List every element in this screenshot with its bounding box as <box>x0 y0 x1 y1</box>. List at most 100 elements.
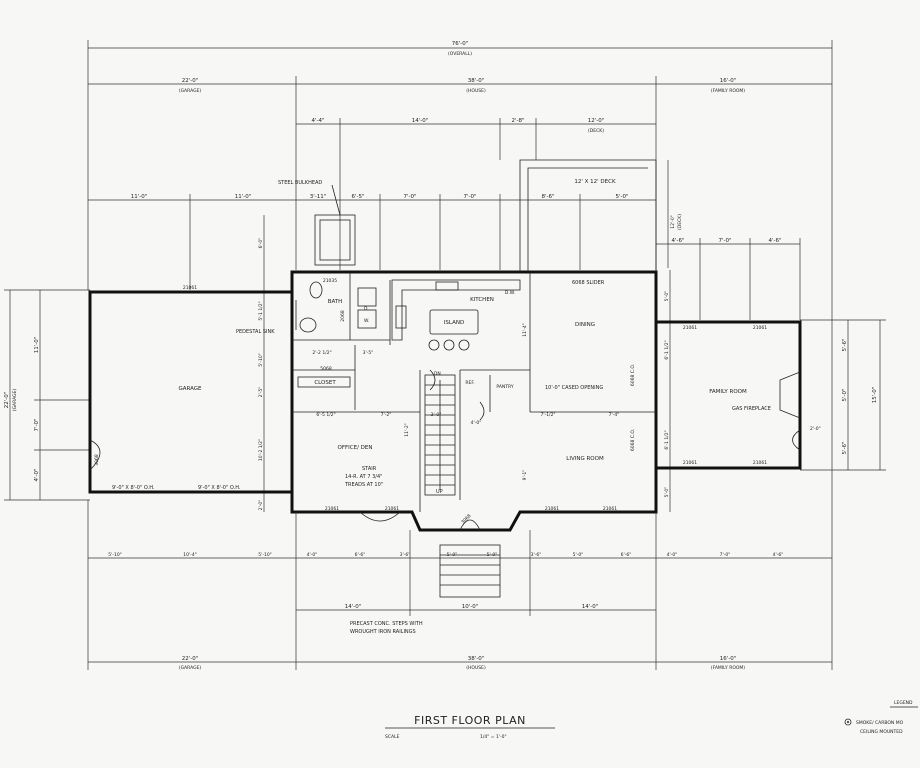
scale-label: SCALE <box>385 734 400 740</box>
pantry-label: PANTRY <box>496 384 513 390</box>
house-walls <box>290 270 658 532</box>
row3-dim-2: 11'-0" <box>235 194 252 200</box>
bottom-dim-8: 5'-0" <box>487 552 498 558</box>
family-room-walls <box>654 320 802 470</box>
mid-dim-1: 6'-5 1/2" <box>316 412 335 418</box>
deck-label: 12' X 12' DECK <box>574 179 616 185</box>
fam-side-dim-2: 6'-1 1/2" <box>664 340 670 359</box>
window-office-1: 21061 <box>325 506 339 512</box>
row3-dim-5: 7'-0" <box>403 194 416 200</box>
closet-label: CLOSET <box>314 380 336 386</box>
office-door <box>359 511 401 522</box>
bottom-dim-4: 4'-0" <box>307 552 318 558</box>
deck-side-dim: 12'-0" <box>670 215 676 229</box>
steel-bulkhead-label: STEEL BULKHEAD <box>278 180 322 186</box>
inner-dim-4: 2'-5" <box>258 387 264 398</box>
office-label: OFFICE/ DEN <box>337 445 372 451</box>
steel-bulkhead-inner <box>319 219 351 261</box>
door-2068-label: 2068 <box>340 310 346 322</box>
bottom-house-sub: (HOUSE) <box>466 665 486 671</box>
left-dim-3: 4'-0" <box>34 468 40 481</box>
top-family-sub: (FAMILY ROOM) <box>711 88 745 94</box>
co-label-2: 6068 C.O. <box>630 429 636 451</box>
living-label: LIVING ROOM <box>566 456 604 462</box>
steps-label-1: PRECAST CONC. STEPS WITH <box>350 621 423 627</box>
cased-opening-label: 10'-0" CASED OPENING <box>545 385 603 391</box>
door-5068-label: 5068 <box>320 366 332 372</box>
row3-dim-7: 8'-6" <box>541 194 554 200</box>
bottom-dim-12: 4'-0" <box>667 552 678 558</box>
door-3068-label: 3068 <box>94 454 100 466</box>
row4-dim-2: 7'-0" <box>718 238 731 244</box>
top-house-sub: (HOUSE) <box>466 88 486 94</box>
kitchen-dim-2: 3'-5" <box>363 350 374 356</box>
window-family-2: 21061 <box>753 325 767 331</box>
mid-dim-5: 7'-1/2" <box>540 412 555 418</box>
office-dim: 11'-2" <box>404 423 410 437</box>
window-living-1: 21061 <box>545 506 559 512</box>
mid-dim-6: 7'-4" <box>609 412 620 418</box>
bottom-dim-14: 4'-6" <box>773 552 784 558</box>
deck-rail <box>527 167 648 272</box>
garage-door-2-label: 9'-0" X 8'-0" O.H. <box>198 485 241 491</box>
row3-dim-8: 5'-0" <box>615 194 628 200</box>
bottom-dimension-lines <box>87 500 832 670</box>
window-family-1: 21061 <box>683 325 697 331</box>
front-steps <box>439 544 501 598</box>
closet-shelf <box>297 376 351 388</box>
top-family-dim: 16'-0" <box>720 78 737 84</box>
kitchen-dim-1: 2'-2 1/2" <box>312 350 331 356</box>
co-label-1: 6068 C.O. <box>630 364 636 386</box>
pantry-door <box>479 401 485 421</box>
family-side-door <box>792 429 801 451</box>
inner-dim-2: 5'-1 1/2" <box>258 301 264 320</box>
overall-dim: 76'-0" <box>452 41 469 47</box>
window-family-4: 21061 <box>753 460 767 466</box>
kitchen-dim-3: 11'-4" <box>522 323 528 337</box>
garage-label: GARAGE <box>178 386 202 392</box>
bottom-dim-9: 3'-6" <box>531 552 542 558</box>
bulkhead-leader <box>331 184 341 216</box>
ref-label: REF. <box>465 380 474 386</box>
stair-label-2: 14-R. AT 7 3/4" <box>345 474 382 480</box>
overall-sub: (OVERALL) <box>448 51 472 57</box>
right-overall-dim: 15'-0" <box>872 387 878 404</box>
fam-side-dim-4: 5'-0" <box>664 487 670 498</box>
bottom-house-dim: 38'-0" <box>468 656 485 662</box>
stair-door <box>429 369 436 391</box>
row2-dim-1: 4'-4" <box>311 118 324 124</box>
right-dim-1: 5'-6" <box>842 338 848 351</box>
bottom2-dim-1: 14'-0" <box>345 604 362 610</box>
deck-outline <box>519 159 657 272</box>
w-label: W. <box>364 318 369 324</box>
interior-walls <box>292 272 656 512</box>
window-family-3: 21061 <box>683 460 697 466</box>
window-living-2: 21061 <box>603 506 617 512</box>
steps-label-2: WROUGHT IRON RAILINGS <box>350 629 416 635</box>
legend-item: SMOKE/ CARBON MO <box>856 720 904 726</box>
bath-fixtures <box>299 281 377 333</box>
stair-label-1: STAIR <box>362 466 377 472</box>
up-label: UP <box>436 489 443 495</box>
window-21035: 21035 <box>323 278 337 284</box>
fireplace <box>779 371 801 419</box>
windows: 21035 21061 21061 21061 21061 21061 2106… <box>183 278 767 512</box>
row4-dim-3: 4'-6" <box>768 238 781 244</box>
window-garage: 21061 <box>183 285 197 291</box>
mid-dim-3: 3'-0" <box>431 412 442 418</box>
right-dim-2: 5'-0" <box>842 388 848 401</box>
fam-side-dim-1: 5'-0" <box>664 291 670 302</box>
bottom-family-sub: (FAMILY ROOM) <box>711 665 745 671</box>
inner-dim-1: 6'-0" <box>258 238 264 249</box>
left-overall-sub: (GARAGE) <box>12 389 18 412</box>
pedestal-sink-label: PEDESTAL SINK <box>236 329 275 335</box>
left-overall-dim: 22'-0" <box>4 392 10 409</box>
dn-label: DN. <box>434 371 442 377</box>
top-garage-sub: (GARAGE) <box>179 88 202 94</box>
d-label: D. <box>364 306 369 312</box>
bottom-dim-5: 6'-6" <box>355 552 366 558</box>
scale-value: 1/4" = 1'-0" <box>480 734 507 740</box>
row2-dim-4: 12'-0" <box>588 118 605 124</box>
row3-dim-6: 7'-0" <box>463 194 476 200</box>
